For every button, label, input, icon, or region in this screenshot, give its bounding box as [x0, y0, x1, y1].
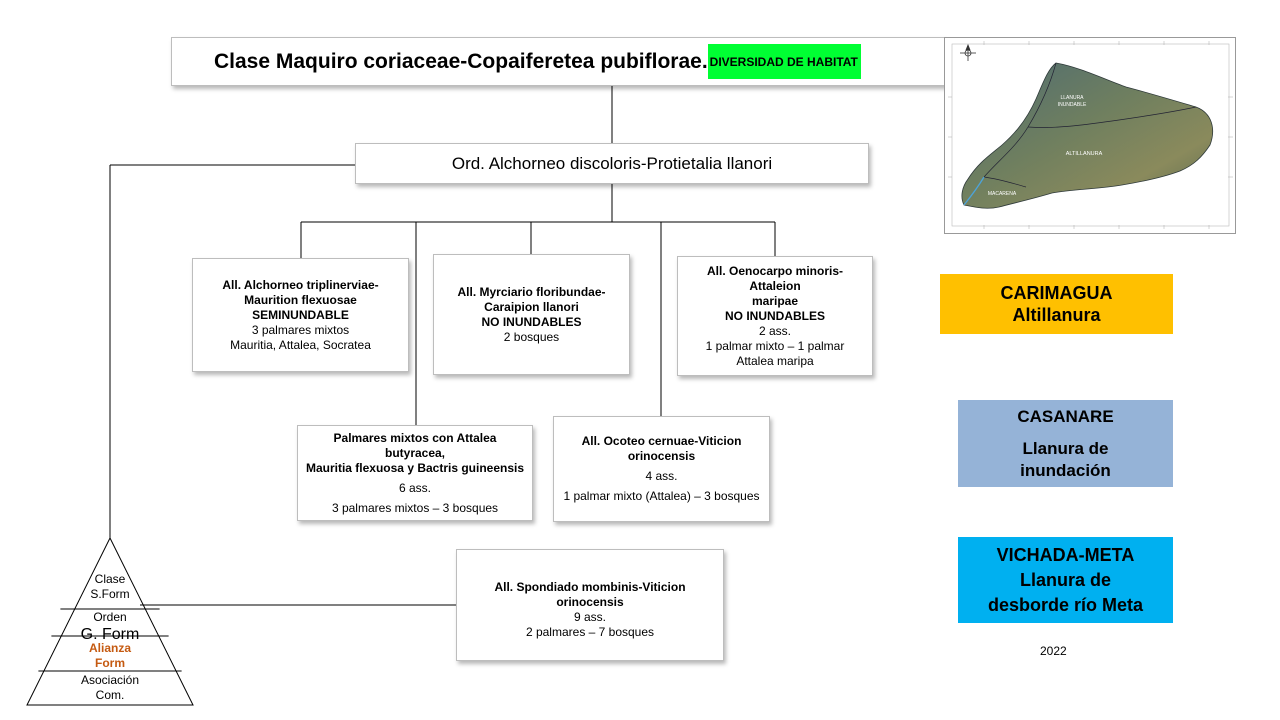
compass-icon	[960, 43, 976, 61]
alliance-name-line: All. Spondiado mombinis-Viticion orinoce…	[494, 580, 686, 609]
alliance-detail: 1 palmar mixto – 1 palmar	[705, 338, 845, 353]
region-type: Altillanura	[1012, 305, 1101, 325]
alliance-count: 2 ass.	[758, 323, 791, 338]
diversity-badge: DIVERSIDAD DE HABITAT	[707, 44, 861, 79]
region-name: CASANARE	[1017, 406, 1114, 426]
map-label-llanura: LLANURA	[1060, 95, 1084, 101]
alliance-name-line: All. Myrciario floribundae-	[457, 284, 606, 299]
pyramid-clase: Clase S.Form	[90, 572, 130, 601]
title-box: Clase Maquiro coriaceae-Copaiferetea pub…	[171, 37, 946, 86]
pyramid-alianza: Alianza Form	[88, 641, 131, 670]
alliance-name-line: Caraipion llanori	[484, 299, 579, 314]
region-type: Llanura de	[1022, 438, 1109, 458]
habitat-type: SEMINUNDABLE	[252, 307, 349, 322]
hierarchy-pyramid: Clase S.Form Orden G. Form Alianza Form …	[26, 537, 194, 706]
pyramid-gform: G. Form	[80, 626, 140, 643]
alliance-count: 3 palmares mixtos	[251, 322, 350, 337]
orinoquia-map: LLANURA INUNDABLE ALTILLANURA MACARENA	[944, 37, 1236, 234]
habitat-type: NO INUNDABLES	[724, 308, 825, 323]
alliance-name-line: All. Ocoteo cernuae-Viticion	[581, 434, 742, 448]
alliance-box-ocoteo: All. Ocoteo cernuae-Viticion orinocensis…	[553, 416, 770, 522]
alliance-species: Mauritia, Attalea, Socratea	[230, 337, 371, 352]
alliance-detail: 3 palmares mixtos – 3 bosques	[331, 500, 499, 515]
alliance-box-myrciario: All. Myrciario floribundae- Caraipion ll…	[433, 254, 630, 375]
alliance-name-line: All. Oenocarpo minoris-Attaleion	[706, 263, 844, 293]
alliance-box-palmares-mixtos: Palmares mixtos con Attalea butyracea, M…	[297, 425, 533, 521]
title-text: Clase Maquiro coriaceae-Copaiferetea pub…	[214, 49, 708, 73]
alliance-name-line: orinocensis	[627, 449, 696, 463]
habitat-type: NO INUNDABLES	[481, 314, 582, 329]
alliance-count: 4 ass.	[645, 469, 678, 483]
alliance-name-line: All. Alchorneo triplinerviae-	[222, 277, 379, 292]
alliance-species: Attalea maripa	[736, 353, 814, 368]
pyramid-orden: Orden	[93, 610, 127, 624]
svg-text:INUNDABLE: INUNDABLE	[1058, 102, 1087, 108]
order-box: Ord. Alchorneo discoloris-Protietalia ll…	[355, 143, 869, 184]
region-carimagua: CARIMAGUA Altillanura	[940, 274, 1173, 334]
alliance-box-oenocarpo: All. Oenocarpo minoris-Attaleion maripae…	[677, 256, 873, 376]
map-label-altillanura: ALTILLANURA	[1066, 151, 1103, 157]
alliance-name-line: Maurition flexuosae	[244, 292, 357, 307]
alliance-box-spondiado: All. Spondiado mombinis-Viticion orinoce…	[456, 549, 724, 661]
region-type: inundación	[1020, 460, 1111, 480]
region-casanare: CASANARE Llanura de inundación	[958, 400, 1173, 487]
order-text: Ord. Alchorneo discoloris-Protietalia ll…	[451, 153, 773, 173]
region-name: VICHADA-META	[996, 544, 1135, 565]
alliance-count: 2 bosques	[503, 329, 560, 344]
alliance-name-line: Mauritia flexuosa y Bactris guineensis	[305, 460, 525, 475]
region-type: Llanura de	[1019, 569, 1112, 590]
alliance-box-alchorneo: All. Alchorneo triplinerviae- Maurition …	[192, 258, 409, 372]
alliance-count: 9 ass.	[573, 610, 606, 624]
map-label-macarena: MACARENA	[988, 191, 1017, 197]
alliance-count: 6 ass.	[398, 480, 431, 495]
pyramid-asociacion: Asociación Com.	[80, 673, 140, 702]
alliance-name-line: Palmares mixtos con Attalea butyracea,	[333, 430, 497, 460]
region-shape	[961, 62, 1213, 209]
region-type: desborde río Meta	[987, 594, 1144, 615]
region-name: CARIMAGUA	[1000, 283, 1113, 303]
alliance-name-line: maripae	[751, 293, 799, 308]
region-vichada-meta: VICHADA-META Llanura de desborde río Met…	[958, 537, 1173, 623]
alliance-detail: 1 palmar mixto (Attalea) – 3 bosques	[563, 489, 760, 503]
year-label: 2022	[1040, 644, 1067, 658]
alliance-detail: 2 palmares – 7 bosques	[525, 625, 655, 639]
